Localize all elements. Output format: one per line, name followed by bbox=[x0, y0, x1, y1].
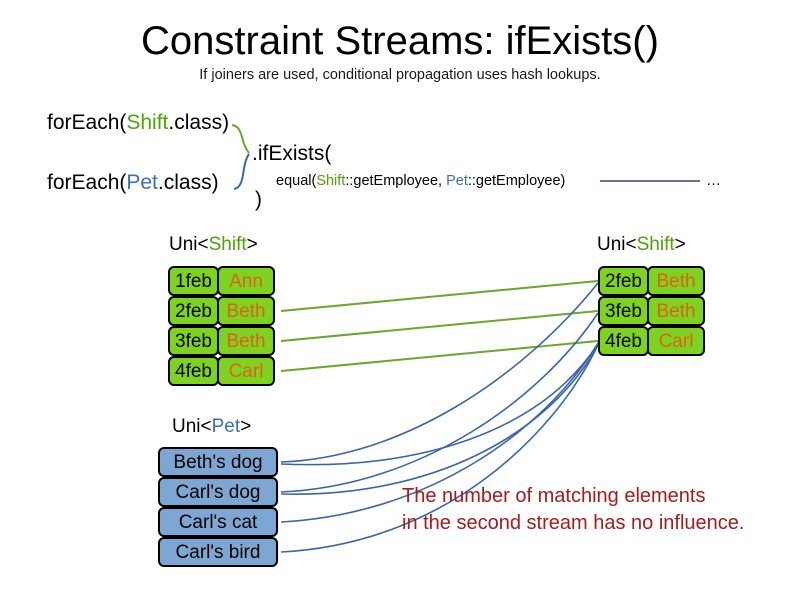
label-right-uni-shift: Uni<Shift> bbox=[597, 233, 686, 256]
wire-shift-4feb bbox=[280, 340, 599, 372]
code-equal-shift-type: Shift bbox=[316, 173, 346, 189]
page-subtitle: If joiners are used, conditional propaga… bbox=[199, 67, 601, 83]
label-left-suffix: > bbox=[246, 234, 258, 255]
label-right-prefix: Uni< bbox=[597, 234, 637, 255]
code-foreach-shift: forEach(Shift.class) bbox=[47, 111, 229, 135]
shift-employee-cell: Ann bbox=[217, 266, 275, 296]
shift-employee-cell: Beth bbox=[647, 266, 705, 296]
code-foreach-shift-type: Shift bbox=[126, 111, 169, 134]
label-left-prefix: Uni< bbox=[169, 234, 209, 255]
label-right-type: Shift bbox=[636, 234, 675, 255]
list-item[interactable]: Carl's cat bbox=[158, 507, 278, 537]
wire-pet-extra-b bbox=[280, 344, 599, 495]
list-item[interactable]: Beth's dog bbox=[158, 447, 278, 477]
code-equal-pet-method: ::getEmployee) bbox=[467, 173, 566, 189]
shift-date-cell: 2feb bbox=[598, 266, 649, 296]
shift-employee-cell: Carl bbox=[647, 326, 705, 356]
continuation-ellipsis: … bbox=[706, 172, 721, 189]
list-item[interactable]: Carl's dog bbox=[158, 477, 278, 507]
list-item[interactable]: Carl's bird bbox=[158, 537, 278, 567]
shift-date-cell: 3feb bbox=[598, 296, 649, 326]
code-equal-prefix: equal( bbox=[276, 173, 317, 189]
code-foreach-shift-prefix: forEach( bbox=[47, 111, 127, 134]
wire-shift-2feb bbox=[280, 280, 599, 312]
page-title: Constraint Streams: ifExists() bbox=[141, 19, 659, 63]
code-equal-shift-method: ::getEmployee, bbox=[345, 173, 447, 189]
code-foreach-pet-suffix: .class) bbox=[157, 171, 219, 194]
pet-cell: Carl's bird bbox=[158, 537, 278, 567]
wire-pet-beths-dog bbox=[280, 282, 599, 463]
wire-pet-extra-a bbox=[280, 343, 599, 466]
shift-employee-cell: Beth bbox=[647, 296, 705, 326]
shift-employee-cell: Carl bbox=[217, 356, 275, 386]
caption-line-1: The number of matching elements bbox=[402, 485, 706, 507]
shift-employee-cell: Beth bbox=[217, 326, 275, 356]
caption-line-2: in the second stream has no influence. bbox=[402, 512, 745, 534]
label-pet-suffix: > bbox=[240, 416, 252, 437]
label-left-uni-shift: Uni<Shift> bbox=[169, 233, 258, 256]
pet-cell: Carl's cat bbox=[158, 507, 278, 537]
code-equal-pet-type: Pet bbox=[446, 173, 468, 189]
shift-employee-cell: Beth bbox=[217, 296, 275, 326]
label-right-suffix: > bbox=[674, 234, 686, 255]
shift-date-cell: 2feb bbox=[168, 296, 219, 326]
shift-date-cell: 4feb bbox=[168, 356, 219, 386]
label-uni-pet: Uni<Pet> bbox=[172, 415, 251, 438]
shift-date-cell: 3feb bbox=[168, 326, 219, 356]
wire-pet-carls-dog bbox=[280, 312, 599, 493]
label-pet-prefix: Uni< bbox=[172, 416, 212, 437]
code-foreach-pet: forEach(Pet.class) bbox=[47, 171, 219, 195]
shift-date-cell: 1feb bbox=[168, 266, 219, 296]
code-equal-joiner: equal(Shift::getEmployee, Pet::getEmploy… bbox=[276, 172, 565, 190]
code-foreach-pet-prefix: forEach( bbox=[47, 171, 127, 194]
code-foreach-shift-suffix: .class) bbox=[168, 111, 230, 134]
pet-cell: Beth's dog bbox=[158, 447, 278, 477]
brace-pet-to-ifexists bbox=[233, 153, 250, 190]
code-close-paren: ) bbox=[255, 188, 262, 211]
code-foreach-pet-type: Pet bbox=[126, 171, 158, 194]
wire-shift-3feb bbox=[280, 310, 599, 342]
brace-shift-to-ifexists bbox=[231, 124, 250, 154]
pet-cell: Carl's dog bbox=[158, 477, 278, 507]
code-ifexists-call: .ifExists( bbox=[252, 142, 332, 165]
label-pet-type: Pet bbox=[211, 416, 241, 437]
label-left-type: Shift bbox=[208, 234, 247, 255]
shift-date-cell: 4feb bbox=[598, 326, 649, 356]
caption-note: The number of matching elements in the s… bbox=[402, 483, 744, 537]
